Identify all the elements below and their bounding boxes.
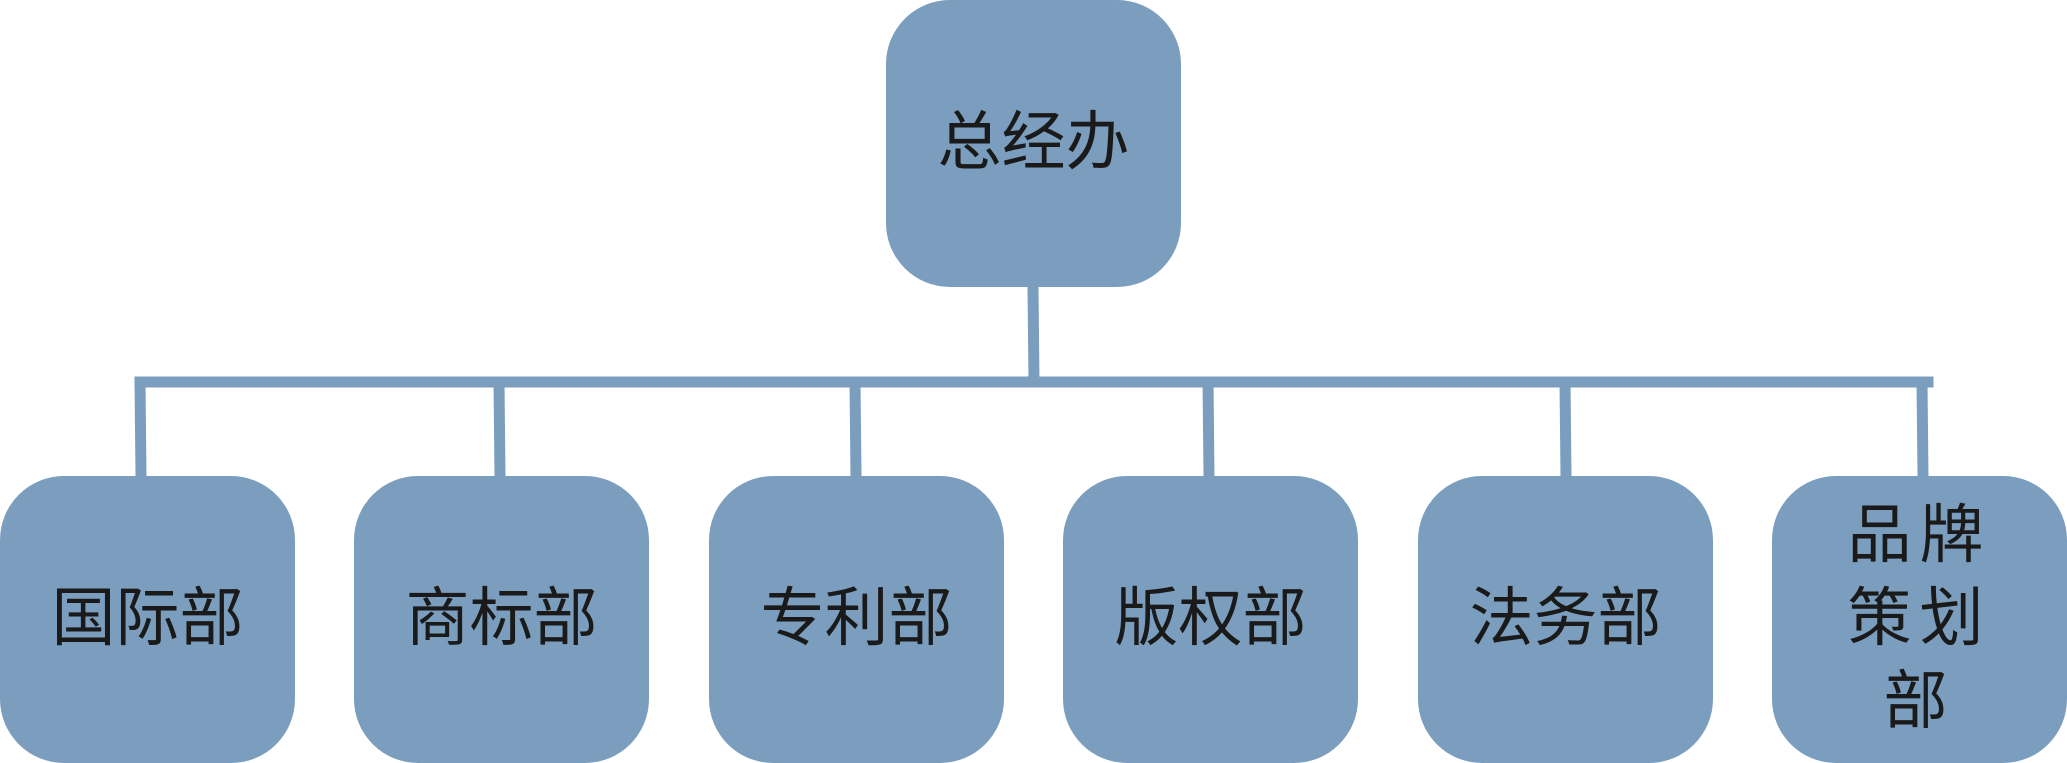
connector-drop-3: [1202, 376, 1215, 482]
connector-drop-4: [1559, 376, 1572, 482]
node-label: 品牌策划部: [1847, 498, 1992, 740]
connector-drop-1: [493, 376, 506, 482]
node-brand-planning-dept: 品牌策划部: [1772, 476, 2067, 763]
connector-root-trunk: [1027, 281, 1040, 388]
node-label: 法务部: [1469, 581, 1662, 656]
node-patent-dept: 专利部: [709, 476, 1004, 763]
node-label: 版权部: [1114, 581, 1307, 656]
connector-drop-5: [1916, 376, 1929, 482]
node-general-manager-office: 总经办: [886, 0, 1181, 287]
node-label: 总经办: [937, 105, 1130, 180]
connector-drop-0: [134, 376, 147, 482]
node-trademark-dept: 商标部: [354, 476, 649, 763]
node-legal-dept: 法务部: [1418, 476, 1713, 763]
node-copyright-dept: 版权部: [1063, 476, 1358, 763]
node-international-dept: 国际部: [0, 476, 295, 763]
node-label: 国际部: [51, 581, 244, 656]
connector-drop-2: [849, 376, 862, 482]
node-label: 商标部: [405, 581, 598, 656]
node-label: 专利部: [760, 581, 953, 656]
